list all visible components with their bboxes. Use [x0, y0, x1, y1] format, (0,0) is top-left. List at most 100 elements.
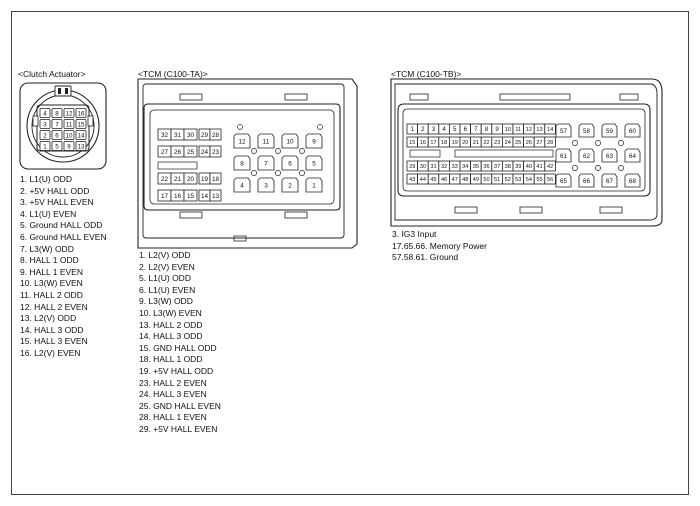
latch-tab — [499, 93, 571, 101]
pin-number: 22 — [483, 140, 489, 146]
pin-cell — [183, 145, 198, 158]
pin-number: 54 — [526, 177, 532, 183]
pin-number: 53 — [515, 177, 521, 183]
pin-number: 67 — [606, 178, 613, 185]
latch-tab — [179, 93, 203, 101]
pin-number: 66 — [583, 178, 590, 185]
pin-face-inner — [149, 109, 335, 205]
pin-entry: 6. L1(U) EVEN — [139, 284, 196, 295]
pin-entry: 1. L2(V) ODD — [139, 250, 191, 260]
locating-hole — [572, 140, 578, 146]
pin-entry: 1. L1(U) ODD — [20, 174, 72, 184]
pin-number: 24 — [201, 149, 209, 156]
pin-entry: 2. +5V HALL ODD — [20, 185, 90, 196]
pin-entry: 15. HALL 3 EVEN — [20, 336, 88, 347]
key-slot — [454, 149, 554, 158]
latch-tab — [409, 93, 429, 101]
locating-hole — [275, 148, 281, 154]
pin-number: 25 — [515, 140, 521, 146]
pin-number: 16 — [420, 140, 426, 146]
pin-cell — [63, 141, 75, 151]
pin-number: 2 — [288, 183, 292, 190]
pin-number: 23 — [494, 140, 500, 146]
pin-number: 20 — [187, 176, 195, 183]
pin-number: 4 — [240, 183, 244, 190]
pin-entry: 13. L2(V) ODD — [20, 313, 77, 324]
pin-number: 5 — [453, 126, 457, 133]
pin-number: 32 — [161, 132, 169, 139]
pin-number: 58 — [583, 128, 590, 135]
pin-cell — [209, 172, 222, 185]
pin-number: 31 — [430, 164, 436, 170]
pin-cell — [51, 141, 63, 151]
pin-number: 15 — [78, 121, 85, 128]
latch-tab — [619, 93, 639, 101]
latch-tab — [284, 93, 308, 101]
pin-number: 1 — [312, 183, 316, 190]
pin-number: 6 — [288, 161, 292, 168]
pin-entry: 14. HALL 3 ODD — [20, 324, 84, 335]
pin-entry: 5. L1(U) ODD — [139, 273, 191, 284]
pin-number: 50 — [483, 177, 489, 183]
locating-hole — [595, 165, 601, 171]
terminal-cell — [281, 177, 299, 193]
latch-tab — [454, 206, 478, 214]
locating-hole — [299, 148, 305, 154]
terminal-cell — [601, 173, 618, 188]
tcm-ta-title: <TCM (C100-TA)> — [138, 69, 208, 79]
pin-number: 7 — [55, 121, 59, 128]
pin-number: 9 — [495, 126, 499, 133]
locating-hole — [618, 140, 624, 146]
pin-number: 1 — [43, 143, 47, 150]
terminal-cell — [281, 155, 299, 171]
terminal-cell — [578, 173, 595, 188]
pin-number: 19 — [452, 140, 458, 146]
pin-number: 43 — [409, 177, 415, 183]
terminal-cell — [624, 148, 641, 163]
tcm-tb-title: <TCM (C100-TB)> — [391, 69, 462, 79]
pin-number: 37 — [494, 164, 500, 170]
pin-cell — [183, 128, 198, 141]
pin-entry: 4. L1(U) EVEN — [20, 208, 77, 219]
pin-number: 33 — [452, 164, 458, 170]
housing-outline — [137, 78, 358, 249]
pin-number: 7 — [474, 126, 478, 133]
pin-cell — [39, 141, 51, 151]
locating-hole — [299, 170, 305, 176]
terminal-cell — [601, 148, 618, 163]
pin-number: 29 — [201, 132, 209, 139]
pin-entry: 9. L3(W) ODD — [139, 296, 193, 307]
pin-entry: 8. HALL 1 ODD — [20, 255, 79, 266]
pin-number: 8 — [55, 110, 59, 117]
pin-number: 3 — [264, 183, 268, 190]
terminal-cell — [555, 123, 572, 138]
pin-entry: 12. HALL 2 EVEN — [20, 301, 88, 312]
latch-tab — [179, 211, 203, 219]
pin-number: 51 — [494, 177, 500, 183]
pin-cell — [183, 172, 198, 185]
pin-cell — [51, 130, 63, 140]
pin-number: 59 — [606, 128, 613, 135]
pin-number: 28 — [212, 132, 220, 139]
terminal-cell — [257, 155, 275, 171]
pin-number: 45 — [430, 177, 436, 183]
pin-entry: 25. GND HALL EVEN — [139, 400, 221, 411]
pin-face-outline — [397, 103, 651, 197]
pin-number: 3 — [432, 126, 436, 133]
terminal-cell — [305, 133, 323, 149]
pin-number: 2 — [421, 126, 425, 133]
pin-number: 4 — [43, 110, 47, 117]
pin-number: 36 — [483, 164, 489, 170]
locating-hole — [595, 140, 601, 146]
pin-number: 23 — [212, 149, 220, 156]
pin-number: 21 — [174, 176, 182, 183]
pin-number: 65 — [560, 178, 567, 185]
pin-number: 64 — [629, 153, 636, 160]
pin-number: 12 — [238, 139, 246, 146]
terminal-cell — [601, 123, 618, 138]
pin-entry: 10. L3(W) EVEN — [20, 278, 83, 289]
terminal-cell — [578, 123, 595, 138]
